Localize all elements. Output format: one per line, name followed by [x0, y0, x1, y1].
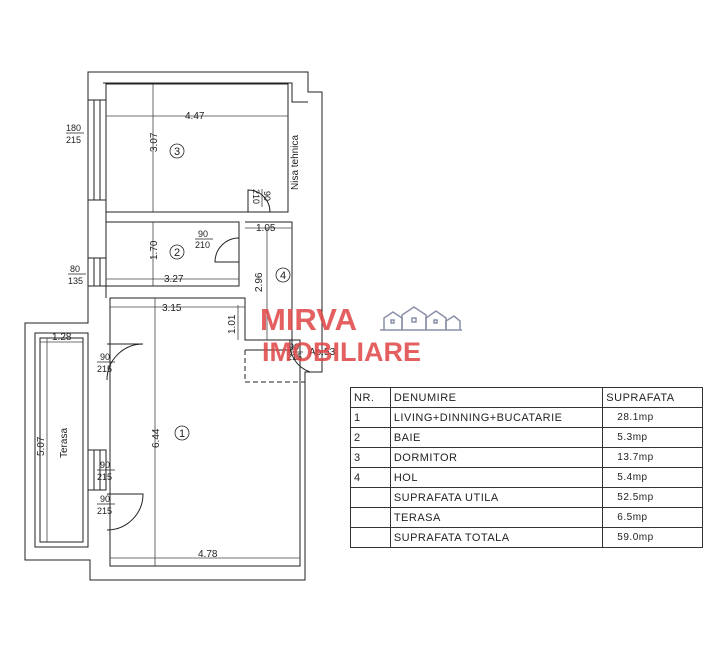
col-header-denumire: DENUMIRE [389, 387, 604, 408]
window-label-top: 90 [100, 494, 110, 504]
terrace-label: Terasa [59, 428, 70, 458]
cell-nr: 3 [350, 447, 391, 468]
cell-area: 5.4mp [602, 467, 703, 488]
window-label-bottom: 215 [66, 135, 81, 145]
door-label-bottom: 210 [195, 240, 210, 250]
table-row: SUPRAFATA UTILA 52.5mp [350, 487, 703, 508]
table-row: SUPRAFATA TOTALA 59.0mp [350, 527, 703, 548]
dim-hall-short: 1.01 [227, 314, 238, 334]
window-label-bottom: 215 [97, 506, 112, 516]
cell-nr [350, 487, 391, 508]
dim-living-depth: 6.44 [151, 428, 162, 448]
cell-name: HOL [389, 467, 604, 488]
cell-nr [350, 527, 391, 548]
dim-living-bottom: 4.78 [198, 549, 218, 560]
window-label-bottom: 135 [68, 276, 83, 286]
table-row: 3 DORMITOR 13.7mp [350, 447, 703, 468]
window-label-top: 180 [66, 123, 81, 133]
cell-area: 6.5mp [602, 507, 703, 528]
door-label-top: 90 [289, 342, 299, 352]
dim-hall-depth: 2.96 [254, 272, 265, 292]
cell-nr [350, 507, 391, 528]
window-label-top: 90 [100, 352, 110, 362]
cell-nr: 4 [350, 467, 391, 488]
door-label-bottom: 210 [251, 189, 261, 204]
cell-name: BAIE [389, 427, 604, 448]
logo-text-line2: IMOBILIARE [262, 337, 421, 367]
dim-terrace-depth: 5.07 [36, 436, 47, 456]
door-swing-entrance [289, 339, 311, 373]
hall-outline [245, 221, 293, 351]
cell-name: LIVING+DINNING+BUCATARIE [389, 407, 604, 428]
door-swing-2 [214, 237, 240, 263]
living-outline [109, 297, 301, 567]
door-swing-terrace-1 [106, 343, 144, 381]
dim-room3-depth: 3.07 [149, 132, 160, 152]
cell-area: 13.7mp [602, 447, 703, 468]
table-row: 1 LIVING+DINNING+BUCATARIE 28.1mp [350, 407, 703, 428]
dim-room2-depth: 1.70 [149, 240, 160, 260]
table-header-row: NR. DENUMIRE SUPRAFATA [350, 387, 703, 408]
cell-area: 28.1mp [602, 407, 703, 428]
window-label-top: 80 [70, 264, 80, 274]
cell-name: TERASA [389, 507, 604, 528]
area-table-container: NR. DENUMIRE SUPRAFATA 1 LIVING+DINNING+… [350, 387, 703, 548]
cell-nr: 2 [350, 427, 391, 448]
door-label-top: 90 [262, 191, 272, 201]
col-header-nr: NR. [350, 387, 391, 408]
room-number: 3 [174, 146, 180, 158]
dim-terrace-width: 1.28 [52, 332, 72, 343]
cell-nr: 1 [350, 407, 391, 428]
cell-name: SUPRAFATA UTILA [389, 487, 604, 508]
table-row: TERASA 6.5mp [350, 507, 703, 528]
room-number: 1 [179, 428, 185, 440]
cell-name: SUPRAFATA TOTALA [389, 527, 604, 548]
room-number: 4 [280, 270, 286, 282]
cell-area: 52.5mp [602, 487, 703, 508]
dim-room3-width: 4.47 [185, 111, 205, 122]
table-row: 2 BAIE 5.3mp [350, 427, 703, 448]
apartment-label: Ap.53 [309, 347, 336, 358]
technical-niche-label: Nisa tehnica [290, 135, 301, 190]
dim-hall-width: 1.05 [256, 223, 276, 234]
door-swing-terrace-2 [106, 493, 144, 531]
window-label-bottom: 215 [97, 364, 112, 374]
col-header-suprafata: SUPRAFATA [602, 387, 703, 408]
outer-wall [24, 71, 323, 581]
window-label-bottom: 215 [97, 472, 112, 482]
terrace-outline [34, 332, 89, 548]
window-strip-3 [87, 99, 107, 201]
window-strip-2 [87, 257, 107, 287]
door-label-top: 90 [198, 229, 208, 239]
houses-icon [380, 306, 462, 331]
area-table: NR. DENUMIRE SUPRAFATA 1 LIVING+DINNING+… [350, 387, 703, 548]
dim-living-top: 3.15 [162, 303, 182, 314]
room-number: 2 [174, 247, 180, 259]
window-label-top: 90 [100, 460, 110, 470]
table-row: 4 HOL 5.4mp [350, 467, 703, 488]
inner-wall [103, 82, 308, 103]
logo: MIRVA IMOBILIARE [260, 302, 462, 367]
logo-text-line1: MIRVA [260, 302, 357, 337]
dim-room2-width: 3.27 [164, 274, 184, 285]
cell-name: DORMITOR [389, 447, 604, 468]
cell-area: 59.0mp [602, 527, 703, 548]
cell-area: 5.3mp [602, 427, 703, 448]
door-label-bottom: 215 [287, 352, 302, 362]
